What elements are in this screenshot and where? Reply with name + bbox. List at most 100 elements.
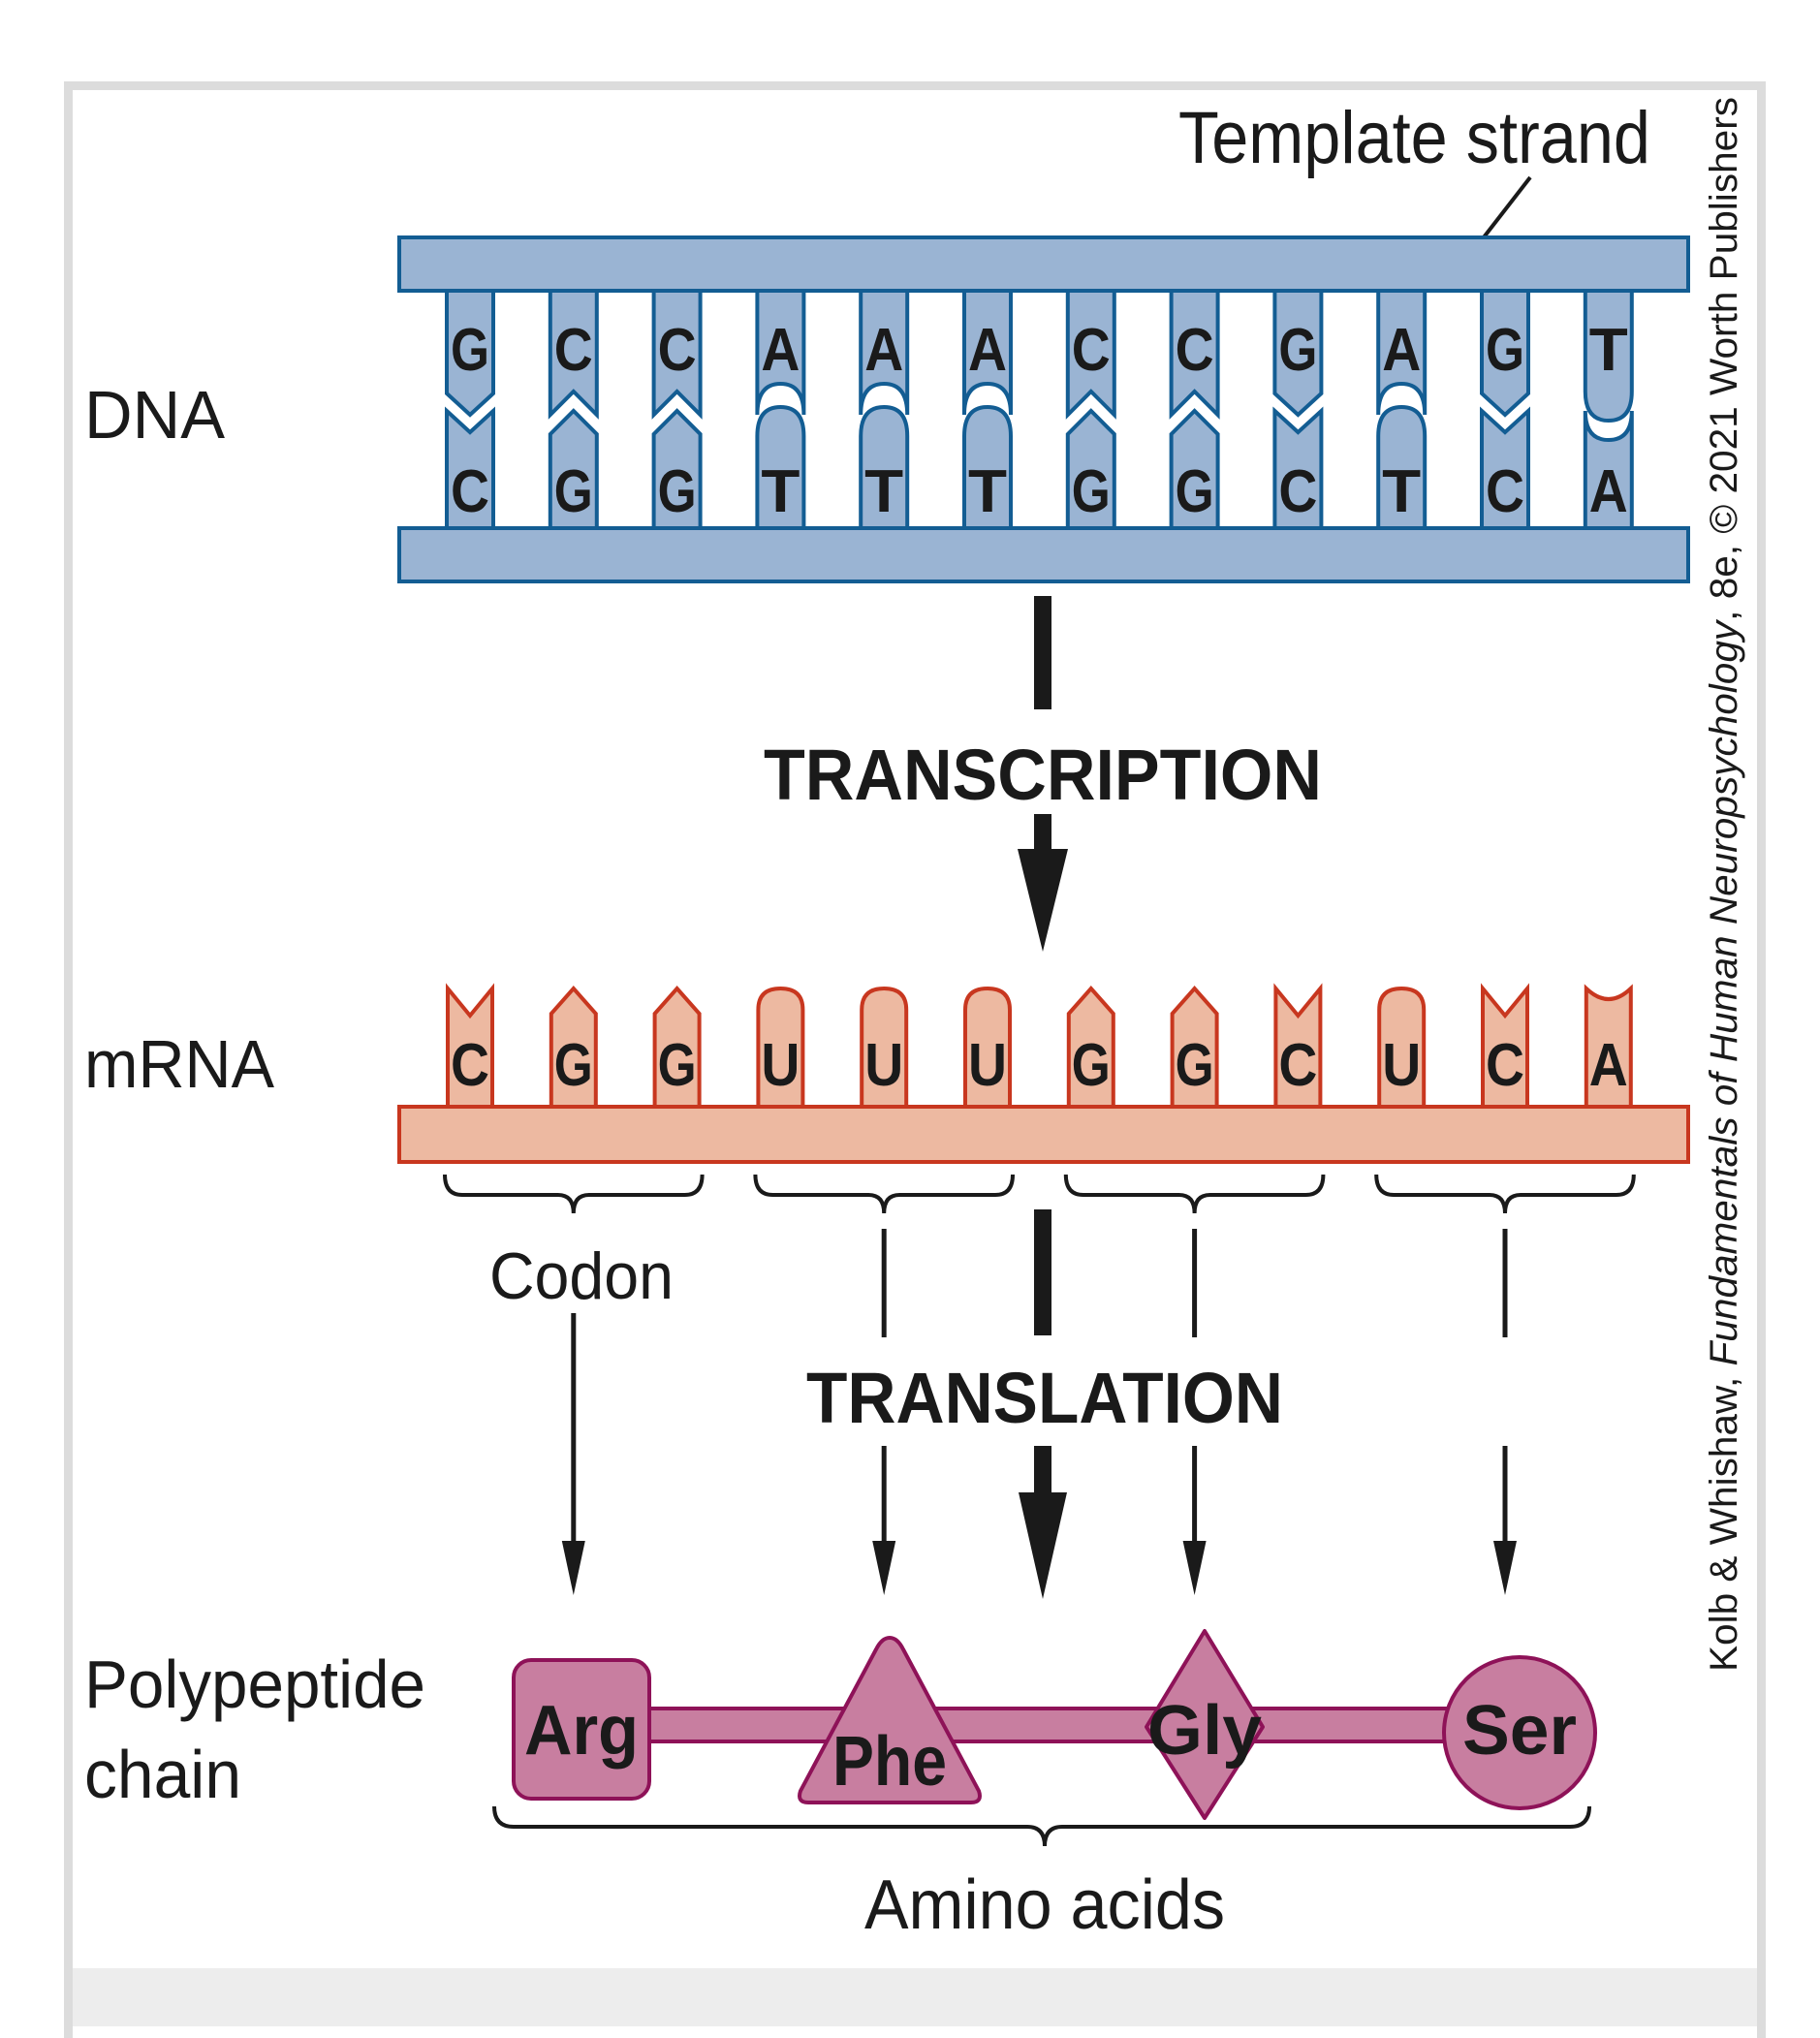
- template-base-letter: C: [554, 317, 593, 384]
- mrna-base-letter: C: [1486, 1032, 1524, 1099]
- complementary-base-shape: [1583, 410, 1634, 530]
- mrna-base: U: [1377, 986, 1427, 1111]
- template-base-shape: [1376, 289, 1428, 416]
- mrna-base-shape: [756, 986, 805, 1111]
- mrna-base: C: [446, 983, 494, 1111]
- base-pair: CG: [1065, 289, 1116, 530]
- complementary-base-letter: A: [1589, 458, 1628, 525]
- triangle-shape: [798, 1635, 982, 1804]
- mrna-base-letter: G: [1176, 1032, 1214, 1099]
- mrna-base-letter: G: [1072, 1032, 1111, 1099]
- mrna-base-letter: A: [1589, 1032, 1628, 1099]
- codon-arrow: [1182, 1229, 1207, 1595]
- base-pair: AT: [962, 289, 1013, 530]
- mrna-base: G: [1066, 985, 1115, 1111]
- codon-brace: [1063, 1174, 1326, 1214]
- base-pair: GC: [1272, 289, 1324, 530]
- rounded-square-shape: [512, 1658, 651, 1801]
- mrna-base: G: [549, 985, 598, 1111]
- base-pair: TA: [1583, 289, 1634, 530]
- mrna-base: A: [1584, 984, 1633, 1111]
- template-base-letter: G: [1486, 317, 1524, 384]
- template-base-letter: C: [1176, 317, 1214, 384]
- template-base-shape: [651, 289, 703, 420]
- amino-acid-label: Ser: [1462, 1692, 1577, 1770]
- template-base-letter: A: [761, 317, 800, 384]
- translation-label: TRANSLATION: [806, 1358, 1283, 1438]
- codon-to-amino-acid-arrows: [561, 1229, 1517, 1595]
- template-base-shape: [962, 289, 1013, 416]
- template-base-shape: [1583, 289, 1634, 423]
- circle-shape: [1442, 1655, 1597, 1810]
- base-pair: AT: [1376, 289, 1428, 530]
- complementary-base-shape: [1376, 404, 1428, 530]
- figure-frame: [64, 81, 1766, 2038]
- mrna-base-letter: U: [864, 1032, 903, 1099]
- codon-arrow: [561, 1313, 585, 1595]
- complementary-base-shape: [445, 406, 495, 530]
- complementary-base-shape: [1272, 406, 1324, 530]
- mrna-base-shape: [1584, 984, 1633, 1111]
- complementary-base-shape: [1169, 408, 1220, 530]
- complementary-base-letter: G: [554, 458, 593, 525]
- mrna-base-letter: U: [968, 1032, 1007, 1099]
- amino-acid-ser: Ser: [1442, 1655, 1597, 1810]
- complementary-base-letter: C: [1278, 458, 1317, 525]
- complementary-base-shape: [1065, 408, 1116, 530]
- mrna-base-shape: [860, 986, 909, 1111]
- complementary-base-shape: [755, 404, 806, 530]
- template-base-shape: [755, 289, 806, 416]
- base-pair: AT: [859, 289, 910, 530]
- complementary-base-letter: T: [968, 458, 1007, 525]
- complementary-base-shape: [962, 404, 1013, 530]
- codon-braces: [443, 1174, 1636, 1214]
- peptide-backbone: [618, 1707, 1523, 1743]
- complementary-base-shape: [548, 408, 599, 530]
- template-base-shape: [1480, 289, 1530, 418]
- mrna-base-shape: [1377, 986, 1427, 1111]
- dna-label: DNA: [84, 377, 225, 453]
- template-base-shape: [1169, 289, 1220, 420]
- dna-template-backbone: [397, 235, 1690, 293]
- template-base-letter: C: [1072, 317, 1111, 384]
- dna-complementary-backbone: [397, 526, 1690, 583]
- codon-label: Codon: [489, 1239, 674, 1313]
- mrna-label: mRNA: [84, 1026, 274, 1102]
- template-base-shape: [859, 289, 910, 416]
- base-pair: GC: [445, 289, 495, 530]
- mrna-base-letter: G: [658, 1032, 697, 1099]
- complementary-base-letter: C: [1486, 458, 1524, 525]
- mrna-backbone: [397, 1105, 1690, 1164]
- mrna-base-shape: [963, 986, 1012, 1111]
- complementary-base-letter: T: [1382, 458, 1421, 525]
- translation-arrow-head: [1019, 1446, 1067, 1599]
- mrna-base: C: [1481, 983, 1529, 1111]
- amino-acids-label: Amino acids: [864, 1866, 1225, 1944]
- base-pair: CG: [651, 289, 703, 530]
- codon-brace: [753, 1174, 1015, 1214]
- amino-acid-arg: Arg: [512, 1658, 651, 1801]
- template-base-shape: [548, 289, 599, 420]
- caption-panel: [73, 1968, 1757, 2026]
- credit-suffix: , 8e, © 2021 Worth Publishers: [1703, 97, 1745, 621]
- mrna-base-letter: U: [761, 1032, 800, 1099]
- transcription-label: TRANSCRIPTION: [764, 735, 1322, 815]
- mrna-base: U: [963, 986, 1012, 1111]
- mrna-base-letter: C: [1278, 1032, 1317, 1099]
- polypeptide-label-line1: Polypeptide: [84, 1646, 425, 1722]
- base-pair: CG: [548, 289, 599, 530]
- complementary-base-letter: T: [864, 458, 903, 525]
- mrna-base-letter: G: [554, 1032, 593, 1099]
- mrna-base: C: [1273, 983, 1323, 1111]
- diamond-shape: [1145, 1629, 1265, 1820]
- template-base-letter: A: [968, 317, 1007, 384]
- amino-acid-label: Phe: [832, 1723, 947, 1801]
- template-base-shape: [445, 289, 495, 418]
- mrna-base-letter: U: [1382, 1032, 1421, 1099]
- template-base-letter: G: [1278, 317, 1317, 384]
- mrna-base: U: [756, 986, 805, 1111]
- mrna-base: G: [652, 985, 702, 1111]
